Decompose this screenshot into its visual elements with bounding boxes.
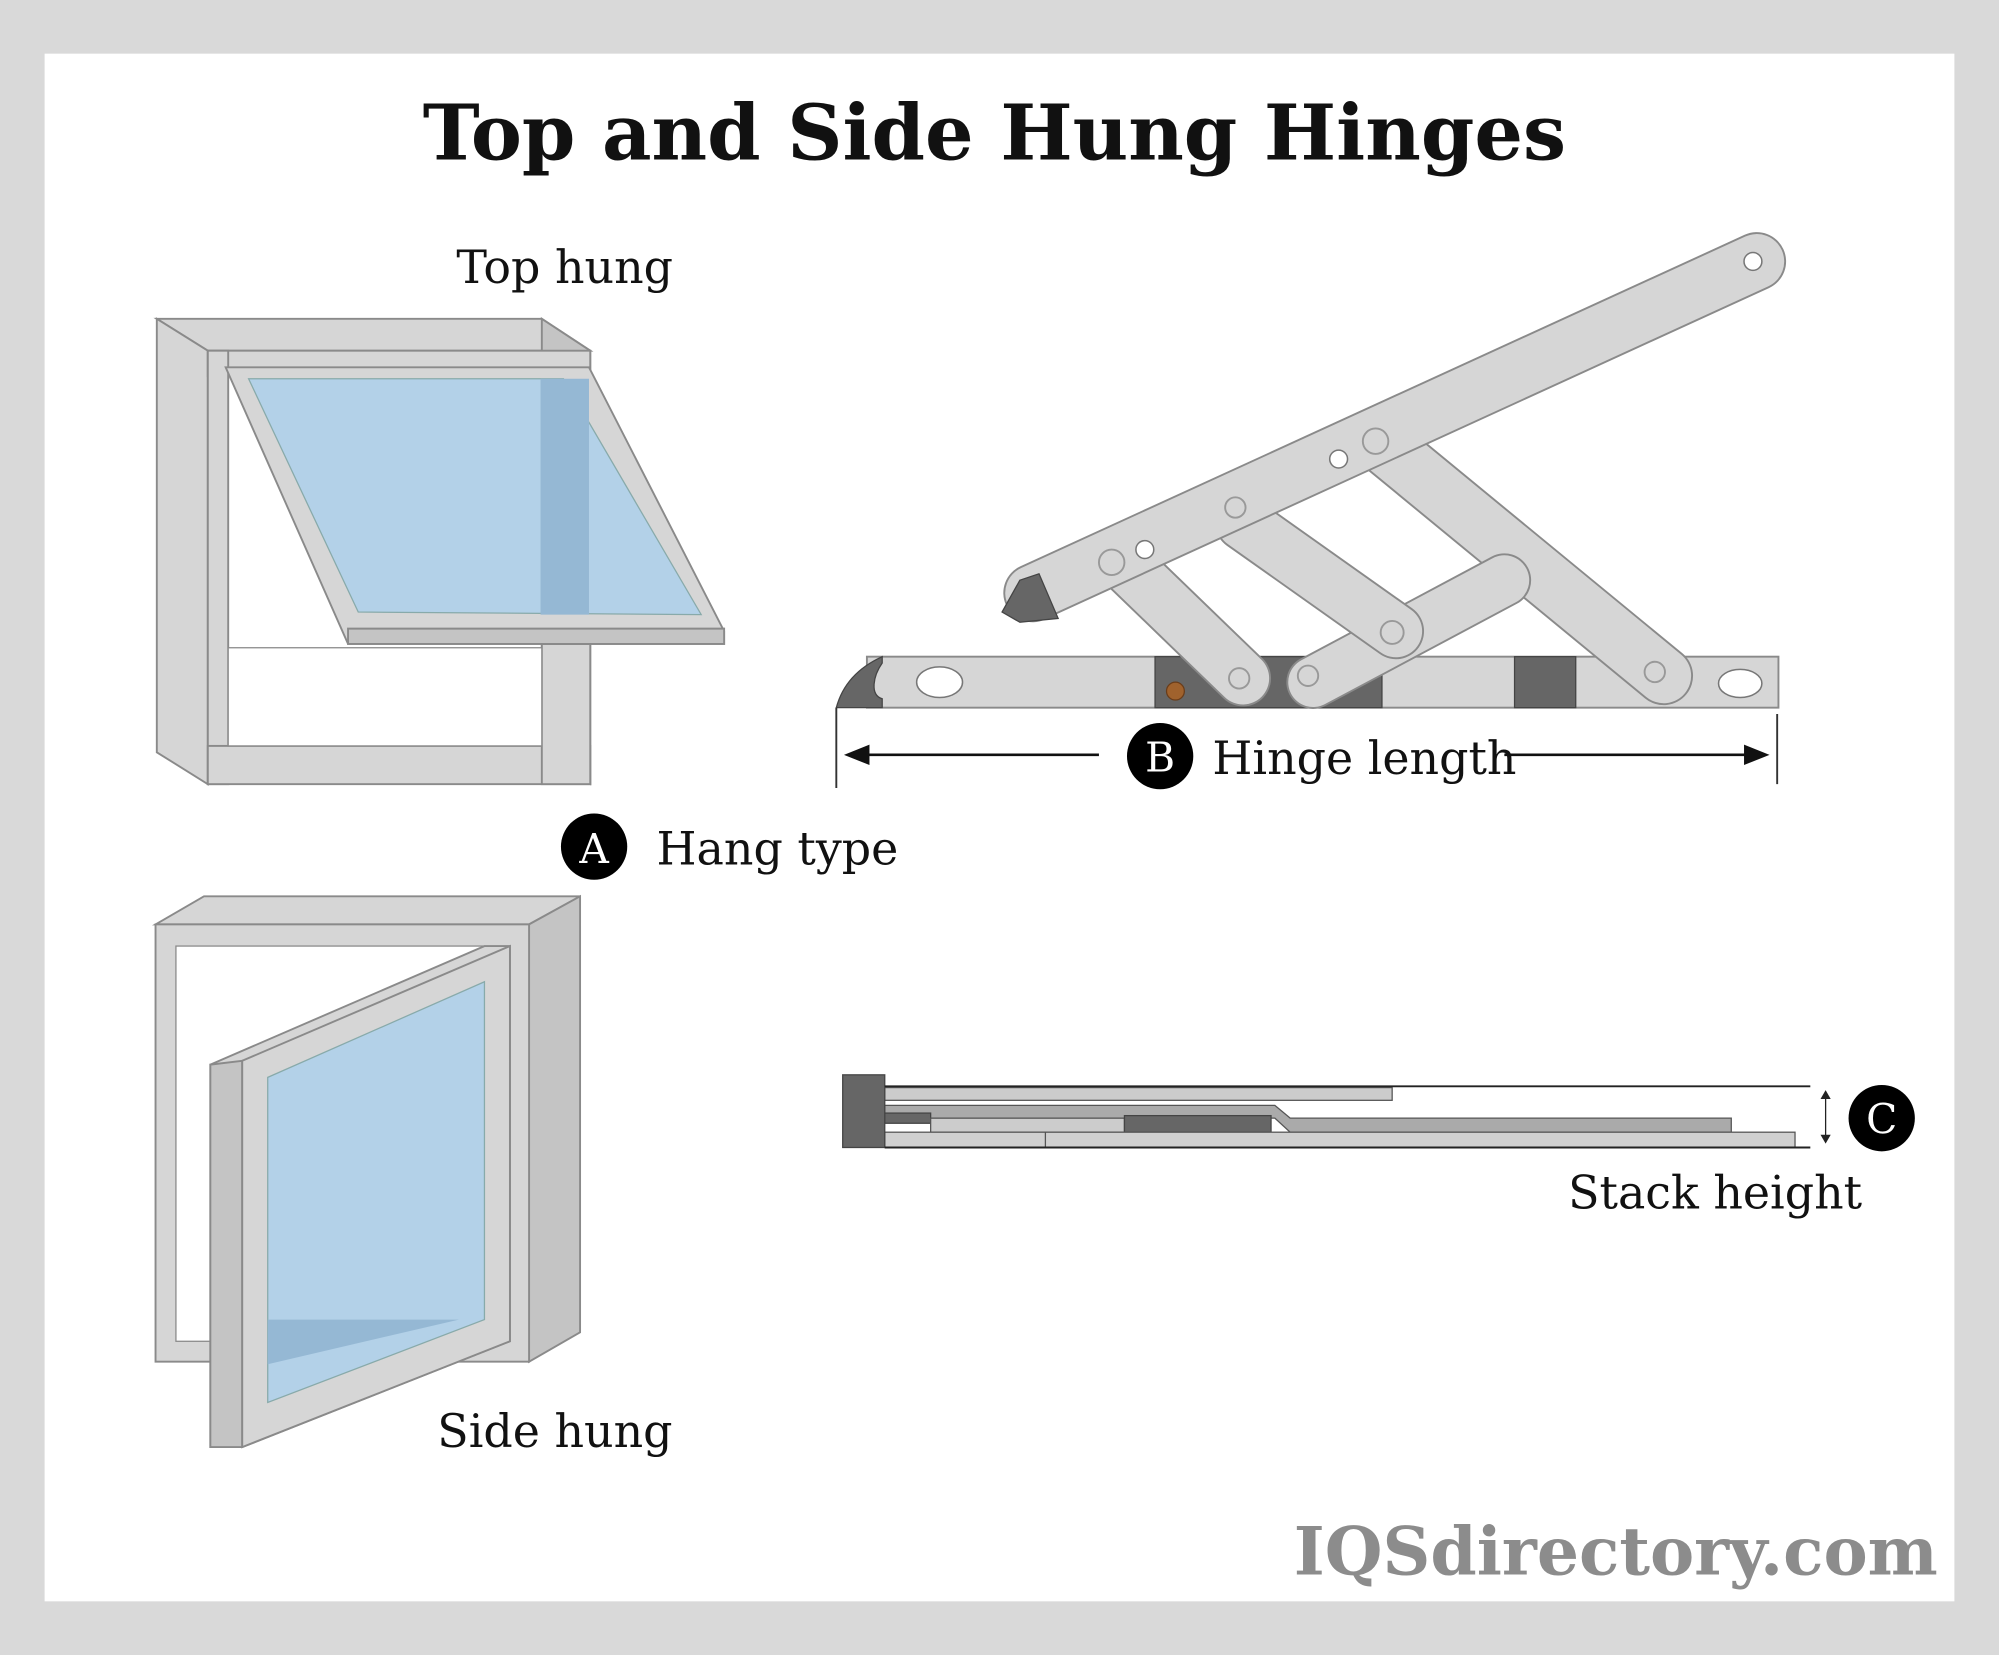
marker-b-badge (1126, 722, 1194, 790)
marker-c-letter: C (1866, 1095, 1897, 1143)
top-hung-window-illustration (153, 317, 726, 786)
top-hung-label: Top hung (456, 240, 673, 294)
side-hung-window-illustration (151, 894, 582, 1449)
marker-a-badge (560, 813, 628, 880)
hinge-stack-side-view (842, 1074, 1831, 1149)
hinge-length-label: Hinge length (1212, 731, 1516, 785)
hang-type-label: Hang type (657, 821, 899, 875)
marker-c-badge (1848, 1085, 1915, 1152)
stack-height-label: Stack height (1568, 1166, 1863, 1220)
friction-hinge-open-illustration (835, 232, 1787, 788)
marker-a-letter: A (578, 825, 609, 873)
side-hung-label: Side hung (437, 1404, 672, 1458)
page-title: Top and Side Hung Hinges (423, 88, 1566, 178)
watermark-logo: IQSdirectory.com (1294, 1513, 1938, 1591)
marker-b-letter: B (1145, 733, 1175, 781)
